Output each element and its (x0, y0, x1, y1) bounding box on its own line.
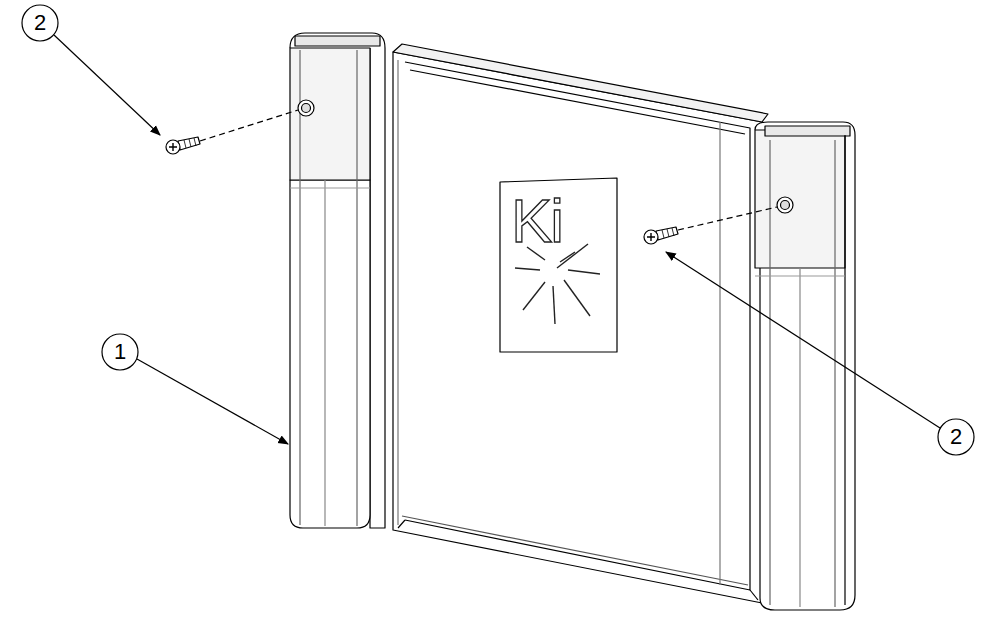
callout-number: 1 (114, 341, 126, 363)
callout-number: 2 (34, 12, 46, 34)
callout-circle (22, 5, 58, 41)
callout-circle (938, 419, 974, 455)
callout-number: 2 (950, 426, 962, 448)
logo-text: Ki (511, 190, 562, 252)
callout-circle (102, 334, 138, 370)
